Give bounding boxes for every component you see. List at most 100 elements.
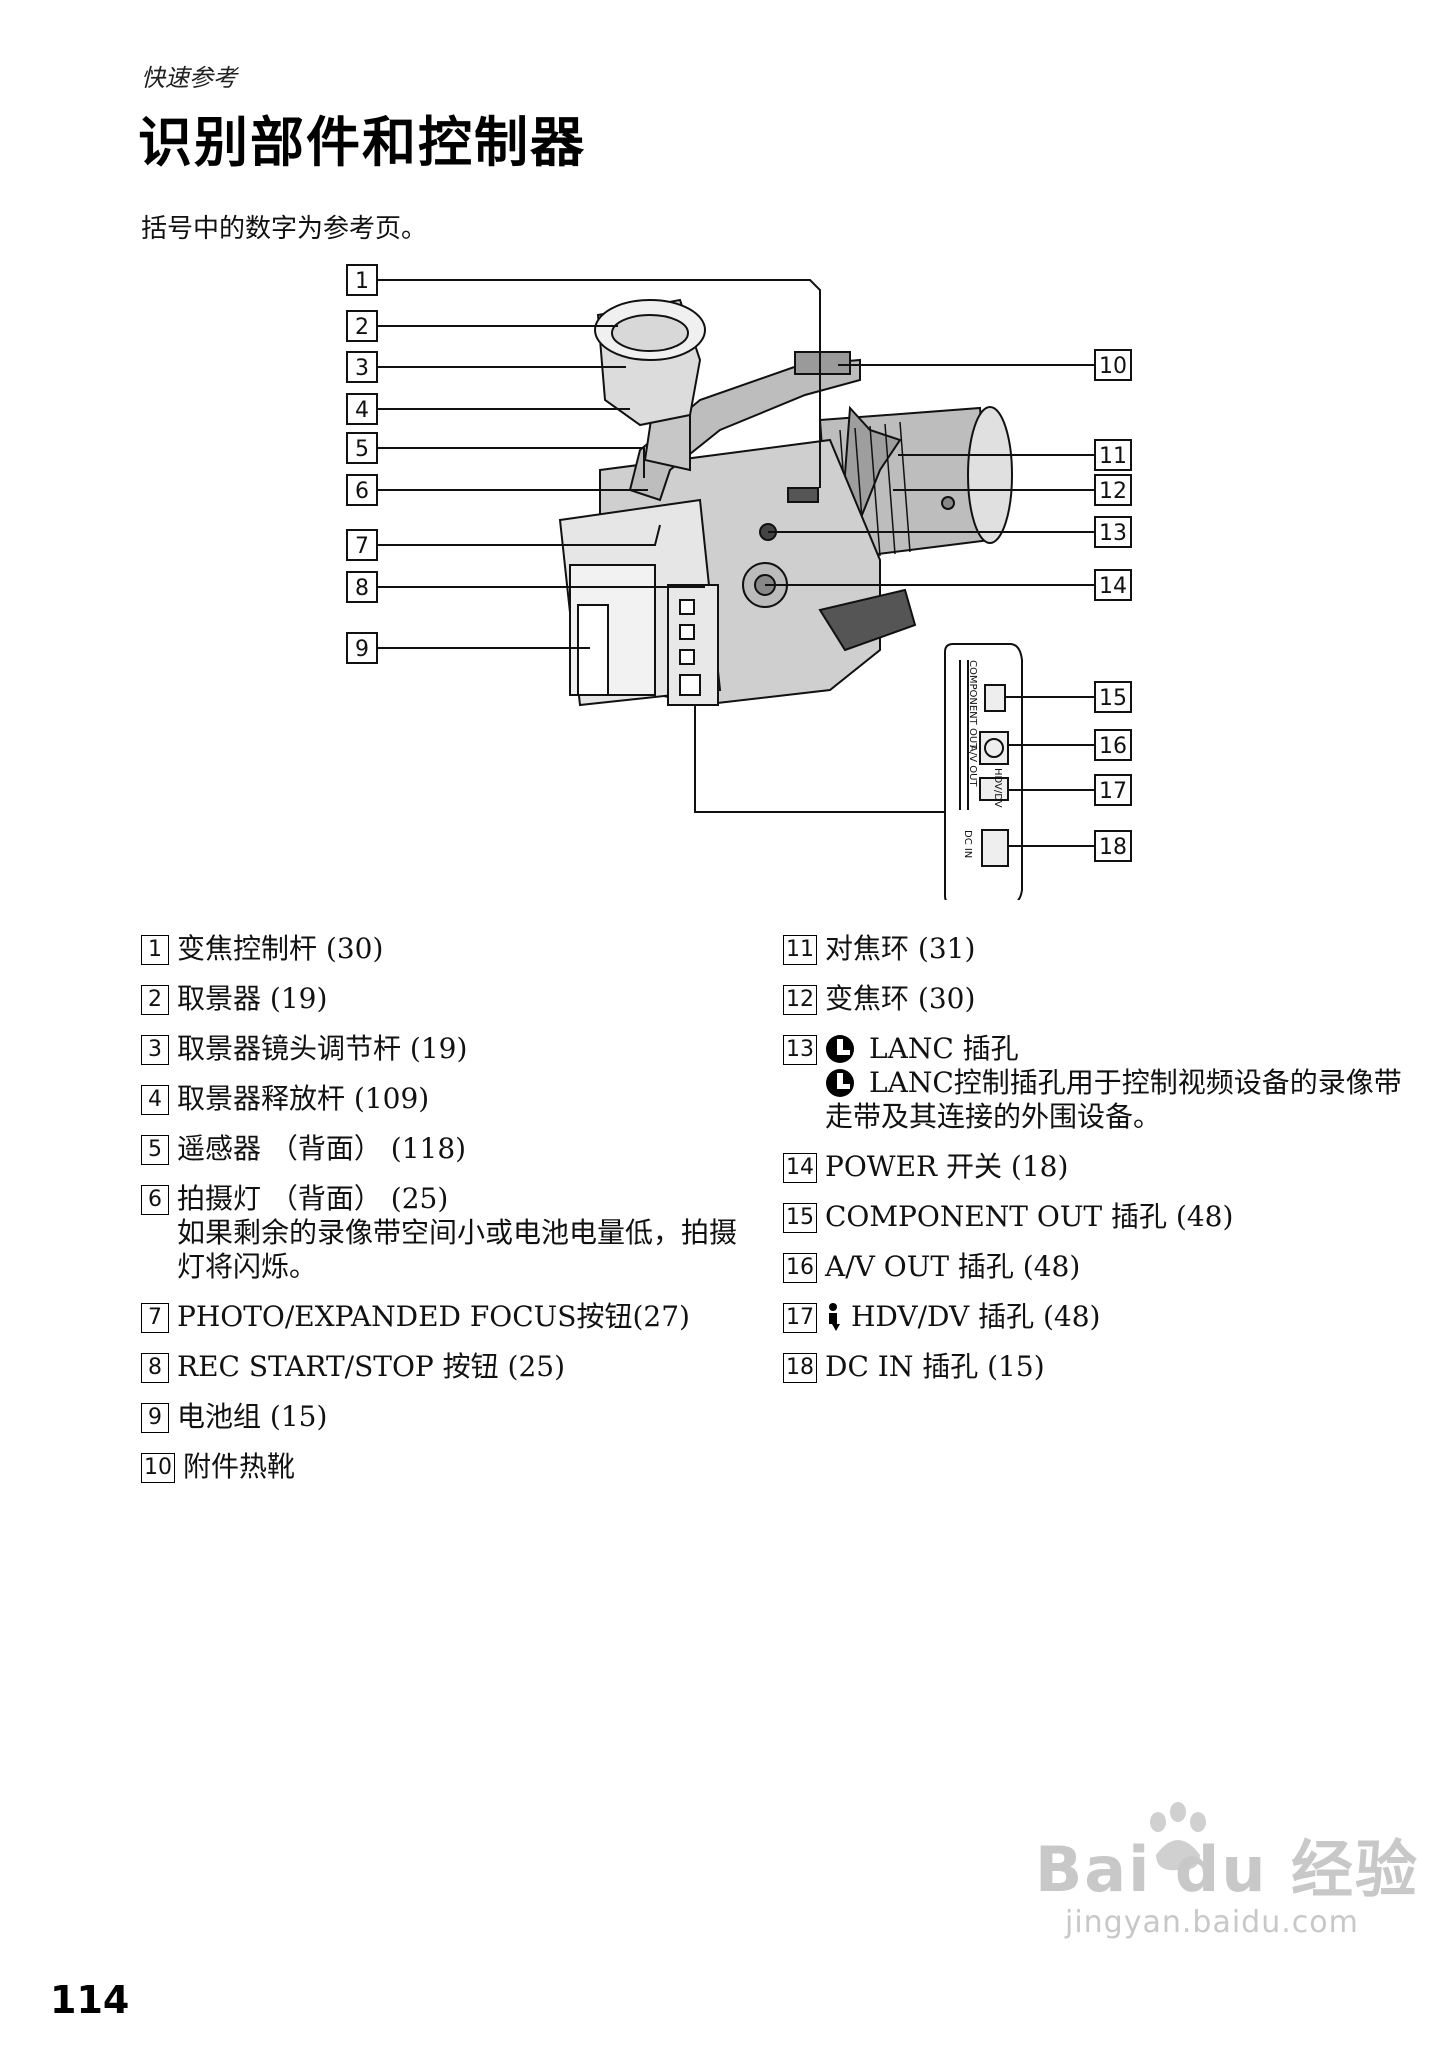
callout-10: 10 <box>1099 354 1127 379</box>
page-number: 114 <box>50 1978 130 2022</box>
item-text: 取景器释放杆 (109) <box>177 1082 430 1115</box>
item-text: 变焦控制杆 (30) <box>177 932 384 965</box>
item-text: HDV/DV 插孔 (48) <box>851 1300 1101 1333</box>
item-text: COMPONENT OUT 插孔 (48) <box>825 1200 1234 1233</box>
parts-list-left: 1 变焦控制杆 (30) 2 取景器 (19) 3 取景器镜头调节杆 (19) 4 取景… <box>141 932 741 1500</box>
callout-7: 7 <box>355 534 369 559</box>
item-number: 14 <box>783 1153 817 1183</box>
callout-1: 1 <box>355 269 369 294</box>
list-item: 18 DC IN 插孔 (15) <box>783 1350 1403 1384</box>
list-item: 13 LANC 插孔 LANC控制插孔用于控制视频设备的录像带走带及其连接的外围… <box>783 1032 1403 1134</box>
list-item: 7 PHOTO/EXPANDED FOCUS按钮(27) <box>141 1300 741 1334</box>
callout-numbers: 1 2 3 4 5 6 7 8 9 10 11 12 13 14 15 16 1… <box>355 269 1127 860</box>
callout-12: 12 <box>1099 479 1127 504</box>
connector-labels: COMPONENT OUT A/V OUT HDV/DV DC IN <box>962 660 1003 858</box>
callout-boxes <box>346 264 1132 862</box>
lanc-icon <box>826 1035 854 1063</box>
list-item: 17 HDV/DV 插孔 (48) <box>783 1300 1403 1334</box>
hdv-dv-icon <box>829 1303 840 1331</box>
callout-4: 4 <box>355 398 369 423</box>
callout-5: 5 <box>355 437 369 462</box>
list-item: 16 A/V OUT 插孔 (48) <box>783 1250 1403 1284</box>
dc-in-label: DC IN <box>962 830 973 858</box>
callout-2: 2 <box>355 315 369 340</box>
callout-11: 11 <box>1099 444 1127 469</box>
callout-13: 13 <box>1099 521 1127 546</box>
item-text: 取景器镜头调节杆 (19) <box>177 1032 468 1065</box>
item-number: 15 <box>783 1203 817 1233</box>
item-number: 6 <box>141 1185 169 1215</box>
item-text: 附件热靴 <box>183 1450 296 1483</box>
item-text: 电池组 (15) <box>177 1400 328 1433</box>
camcorder-illustration <box>558 298 1013 707</box>
item-text: A/V OUT 插孔 (48) <box>825 1250 1081 1283</box>
leader-lines <box>378 279 1095 847</box>
item-description: 如果剩余的录像带空间小或电池电量低，拍摄灯将闪烁。 <box>177 1216 738 1283</box>
section-tag: 快速参考 <box>141 64 237 92</box>
list-item: 11 对焦环 (31) <box>783 932 1403 966</box>
item-text-block: HDV/DV 插孔 (48) <box>825 1300 1101 1334</box>
list-item: 12 变焦环 (30) <box>783 982 1403 1016</box>
watermark-url: jingyan.baidu.com <box>1065 1905 1359 1940</box>
list-item: 8 REC START/STOP 按钮 (25) <box>141 1350 741 1384</box>
item-number: 7 <box>141 1303 169 1333</box>
item-number: 1 <box>141 935 169 965</box>
item-text: REC START/STOP 按钮 (25) <box>177 1350 566 1383</box>
watermark: Bai du 经验 jingyan.baidu.com <box>1035 1833 1420 1941</box>
item-text-block: LANC 插孔 LANC控制插孔用于控制视频设备的录像带走带及其连接的外围设备。 <box>825 1032 1403 1134</box>
watermark-brand: Bai du 经验 <box>1035 1833 1420 1906</box>
item-text: LANC 插孔 <box>869 1032 1019 1065</box>
camcorder-diagram: COMPONENT OUT A/V OUT HDV/DV DC IN <box>346 264 1132 900</box>
item-number: 10 <box>141 1453 175 1483</box>
item-text: 遥感器 （背面） (118) <box>177 1132 467 1165</box>
list-item: 14 POWER 开关 (18) <box>783 1150 1403 1184</box>
connector-panel-detail <box>694 643 1023 900</box>
component-out-label: COMPONENT OUT <box>967 660 978 750</box>
callout-17: 17 <box>1099 779 1127 804</box>
item-number: 16 <box>783 1253 817 1283</box>
item-number: 8 <box>141 1353 169 1383</box>
item-text: PHOTO/EXPANDED FOCUS按钮(27) <box>177 1300 690 1333</box>
item-number: 17 <box>783 1303 817 1333</box>
item-text: 对焦环 (31) <box>825 932 976 965</box>
item-number: 18 <box>783 1353 817 1383</box>
list-item: 2 取景器 (19) <box>141 982 741 1016</box>
item-description-block: LANC控制插孔用于控制视频设备的录像带走带及其连接的外围设备。 <box>825 1066 1403 1134</box>
item-number: 2 <box>141 985 169 1015</box>
item-text: 变焦环 (30) <box>825 982 976 1015</box>
callout-14: 14 <box>1099 574 1127 599</box>
callout-9: 9 <box>355 637 369 662</box>
list-item: 6 拍摄灯 （背面） (25)如果剩余的录像带空间小或电池电量低，拍摄灯将闪烁。 <box>141 1182 741 1284</box>
av-out-label: A/V OUT <box>967 745 978 787</box>
callout-18: 18 <box>1099 835 1127 860</box>
item-number: 12 <box>783 985 817 1015</box>
item-text-block: 拍摄灯 （背面） (25)如果剩余的录像带空间小或电池电量低，拍摄灯将闪烁。 <box>177 1182 741 1284</box>
callout-3: 3 <box>355 356 369 381</box>
lanc-icon <box>826 1069 854 1097</box>
callout-8: 8 <box>355 576 369 601</box>
baidu-paw-icon <box>1150 1802 1206 1871</box>
item-number: 11 <box>783 935 817 965</box>
list-item: 10 附件热靴 <box>141 1450 741 1484</box>
item-text: DC IN 插孔 (15) <box>825 1350 1045 1383</box>
item-number: 3 <box>141 1035 169 1065</box>
callout-15: 15 <box>1099 686 1127 711</box>
list-item: 3 取景器镜头调节杆 (19) <box>141 1032 741 1066</box>
item-text: 取景器 (19) <box>177 982 328 1015</box>
list-item: 15 COMPONENT OUT 插孔 (48) <box>783 1200 1403 1234</box>
item-number: 13 <box>783 1035 817 1065</box>
page-title: 识别部件和控制器 <box>138 111 586 174</box>
parts-list-right: 11 对焦环 (31) 12 变焦环 (30) 13 LANC 插孔 LANC控制插… <box>783 932 1403 1400</box>
hdv-dv-label: HDV/DV <box>992 768 1003 808</box>
item-heading: LANC 插孔 <box>825 1032 1019 1065</box>
item-text: POWER 开关 (18) <box>825 1150 1069 1183</box>
item-number: 4 <box>141 1085 169 1115</box>
item-text: 拍摄灯 （背面） (25) <box>177 1182 449 1215</box>
intro-text: 括号中的数字为参考页。 <box>141 214 428 244</box>
callout-16: 16 <box>1099 734 1127 759</box>
list-item: 1 变焦控制杆 (30) <box>141 932 741 966</box>
callout-6: 6 <box>355 479 369 504</box>
item-description: LANC控制插孔用于控制视频设备的录像带走带及其连接的外围设备。 <box>825 1066 1402 1133</box>
